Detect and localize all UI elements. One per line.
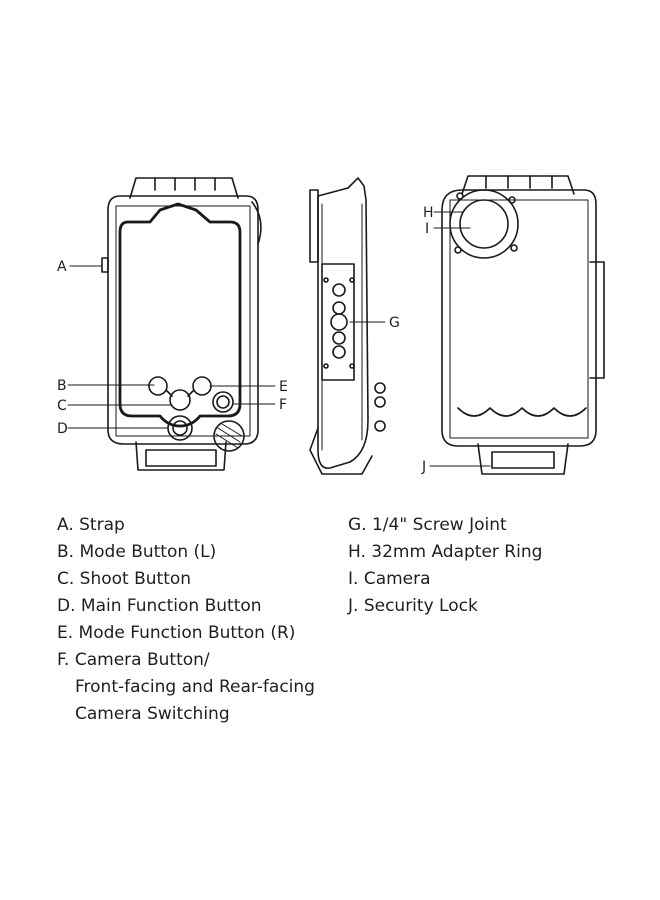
callout-j: J <box>421 459 426 475</box>
legend-item-f-line3: Camera Switching <box>75 704 230 724</box>
callout-g: G <box>389 315 400 331</box>
front-view <box>67 177 276 471</box>
legend-item-a: A. Strap <box>57 515 125 535</box>
callout-a: A <box>57 259 67 275</box>
callout-d: D <box>57 421 68 437</box>
legend-item-f: F. Camera Button/ <box>57 650 210 670</box>
legend-item-d: D. Main Function Button <box>57 596 262 616</box>
callout-e: E <box>279 379 288 395</box>
callout-i: I <box>425 221 429 237</box>
legend-item-e: E. Mode Function Button (R) <box>57 623 296 643</box>
legend-item-j: J. Security Lock <box>348 596 478 616</box>
legend-item-g: G. 1/4" Screw Joint <box>348 515 507 535</box>
callout-b: B <box>57 378 67 394</box>
legend-right: G. 1/4" Screw Joint H. 32mm Adapter Ring… <box>348 512 542 620</box>
callout-h: H <box>423 205 434 221</box>
back-view <box>429 175 605 475</box>
legend-item-c: C. Shoot Button <box>57 569 192 589</box>
housing-diagram: A B C D E F G H I J <box>57 175 605 475</box>
legend-left: A. Strap B. Mode Button (L) C. Shoot But… <box>57 512 315 728</box>
callout-f: F <box>279 397 287 413</box>
legend-item-f-line2: Front-facing and Rear-facing <box>75 677 315 697</box>
legend-item-b: B. Mode Button (L) <box>57 542 217 562</box>
legend-item-i: I. Camera <box>348 569 431 589</box>
callout-c: C <box>57 398 67 414</box>
legend-item-h: H. 32mm Adapter Ring <box>348 542 543 562</box>
side-view <box>309 177 386 475</box>
